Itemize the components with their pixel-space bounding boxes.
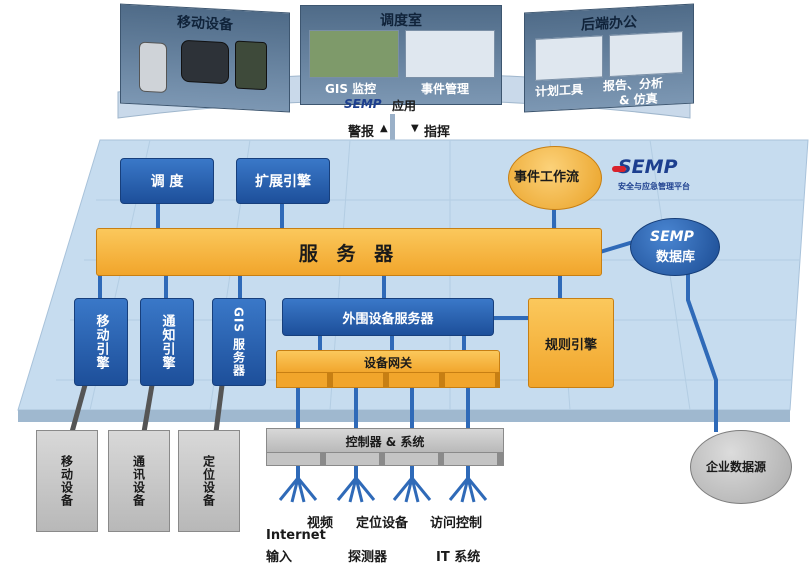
mobile-engine-label: 移动引擎 <box>93 314 109 370</box>
event-management-screenshot <box>405 30 495 78</box>
mobile-engine-box: 移动引擎 <box>74 298 128 386</box>
sensor-fans <box>278 477 488 503</box>
semp-database-disk <box>630 218 720 276</box>
gis-server-label: GIS 服务器 <box>231 306 246 378</box>
semp-logo-subtitle: 安全与应急管理平台 <box>618 182 690 191</box>
plan-tool-label: 计划工具 <box>535 82 584 99</box>
command-label: 指挥 <box>424 125 451 140</box>
gis-monitor-label: GIS 监控 <box>325 82 377 96</box>
internet-input-label: 输入 <box>266 550 293 565</box>
alarm-label: 警报 <box>348 125 375 140</box>
enterprise-datasource-label: 企业数据源 <box>706 460 767 474</box>
dispatch-box: 调 度 <box>120 158 214 204</box>
gis-server-box: GIS 服务器 <box>212 298 266 386</box>
server-bar: 服 务 器 <box>96 228 602 276</box>
dispatch-room-panel-title: 调度室 <box>380 13 422 29</box>
event-workflow-label: 事件工作流 <box>514 170 580 185</box>
plan-tool-screenshot <box>535 35 603 81</box>
gis-monitor-screenshot <box>309 30 399 78</box>
phone-icon <box>139 41 167 94</box>
notify-engine-label: 通知引擎 <box>159 314 175 370</box>
notify-engine-box: 通知引擎 <box>140 298 194 386</box>
video-label: 视频 <box>307 516 334 531</box>
detector-label: 探测器 <box>348 550 388 565</box>
mobile-device-block-label: 移动设备 <box>59 455 74 507</box>
enterprise-datasource-disk <box>690 430 792 504</box>
rule-engine-box: 规则引擎 <box>528 298 614 388</box>
device-gateway-box: 设备网关 <box>276 350 500 374</box>
comm-device-block: 通讯设备 <box>108 430 170 532</box>
controller-system-ports <box>266 452 504 466</box>
mobile-device-panel: 移动设备 <box>120 3 290 113</box>
location-equipment-label: 定位设备 <box>356 516 409 531</box>
command-down-arrow-icon: ▼ <box>411 123 419 134</box>
database-brand-logo: SEMP <box>650 229 694 245</box>
app-label: 应用 <box>392 99 417 113</box>
semp-logo-swoosh-icon <box>612 166 626 172</box>
report-label-line2: & 仿真 <box>619 91 658 108</box>
mobile-device-block: 移动设备 <box>36 430 98 532</box>
comm-device-block-label: 通讯设备 <box>131 455 146 507</box>
dispatch-room-panel: 调度室 GIS 监控 事件管理 <box>300 5 502 105</box>
report-screenshot <box>609 31 683 77</box>
peripheral-server-box: 外围设备服务器 <box>282 298 494 336</box>
device-gateway-ports <box>276 372 500 388</box>
location-device-block-label: 定位设备 <box>201 455 216 507</box>
database-label: 数据库 <box>656 250 696 265</box>
event-workflow-cylinder <box>508 146 602 210</box>
internet-label: Internet <box>266 528 326 543</box>
app-brand-logo: SEMP <box>344 97 382 111</box>
semp-logo: SEMP <box>618 156 678 178</box>
location-device-block: 定位设备 <box>178 430 240 532</box>
backoffice-panel: 后端办公 计划工具 报告、分析 & 仿真 <box>524 3 694 113</box>
controller-system-bar: 控制器 & 系统 <box>266 428 504 454</box>
event-management-label: 事件管理 <box>421 82 470 96</box>
alarm-up-arrow-icon: ▲ <box>380 123 388 134</box>
blackberry-icon <box>181 39 229 85</box>
extension-engine-box: 扩展引擎 <box>236 158 330 204</box>
pda-icon <box>235 40 267 91</box>
mobile-device-panel-title: 移动设备 <box>177 14 233 34</box>
access-control-label: 访问控制 <box>430 516 483 531</box>
it-system-label: IT 系统 <box>436 550 481 565</box>
